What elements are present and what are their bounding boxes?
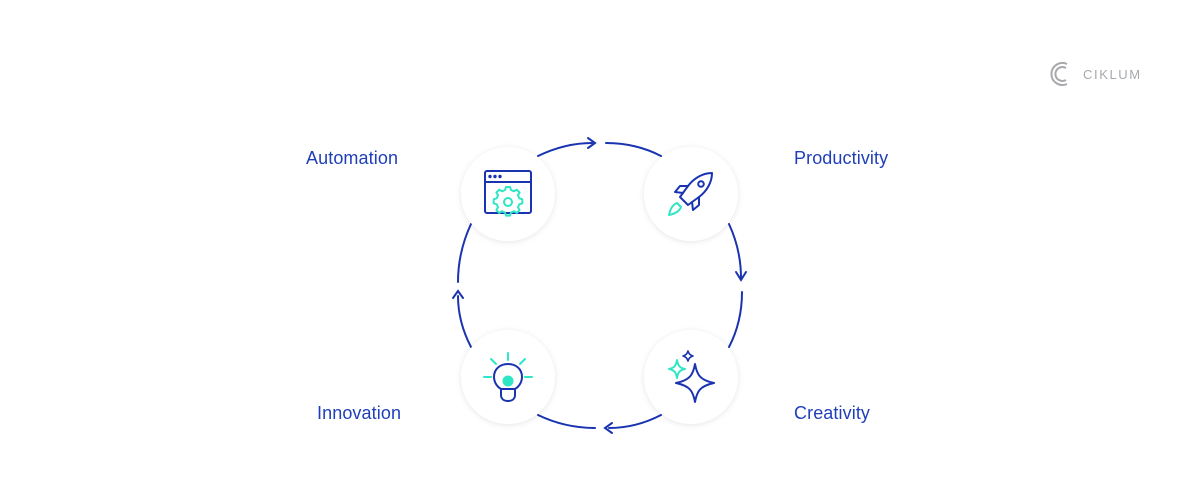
arc-innovation-automation [457,295,472,348]
node-circle-productivity [644,147,738,241]
arc-creativity-innovation [608,414,662,429]
ciklum-logo-icon [1050,62,1068,86]
arc-automation-productivity-2 [605,142,662,157]
arc-productivity-creativity [728,223,742,279]
arrowhead-bottom [603,422,613,434]
lightbulb-icon [483,352,533,402]
rocket-icon [668,172,713,216]
arc-productivity-creativity-2 [728,291,743,348]
arc-innovation-automation-2 [457,223,472,283]
ciklum-logo: CIKLUM [1049,60,1142,88]
node-circle-creativity [644,330,738,424]
sparkles-icon [668,350,715,403]
arrowhead-top [587,137,597,149]
label-creativity: Creativity [794,403,871,423]
arc-creativity-innovation-2 [537,414,596,429]
label-automation: Automation [306,148,399,168]
brand-name: CIKLUM [1083,66,1142,82]
browser-gear-icon [484,170,532,217]
arrowhead-left [452,289,464,299]
arrowhead-right [735,271,747,282]
label-productivity: Productivity [794,148,889,168]
label-innovation: Innovation [317,403,402,423]
node-circle-automation [461,147,555,241]
arc-automation-productivity [537,142,593,157]
